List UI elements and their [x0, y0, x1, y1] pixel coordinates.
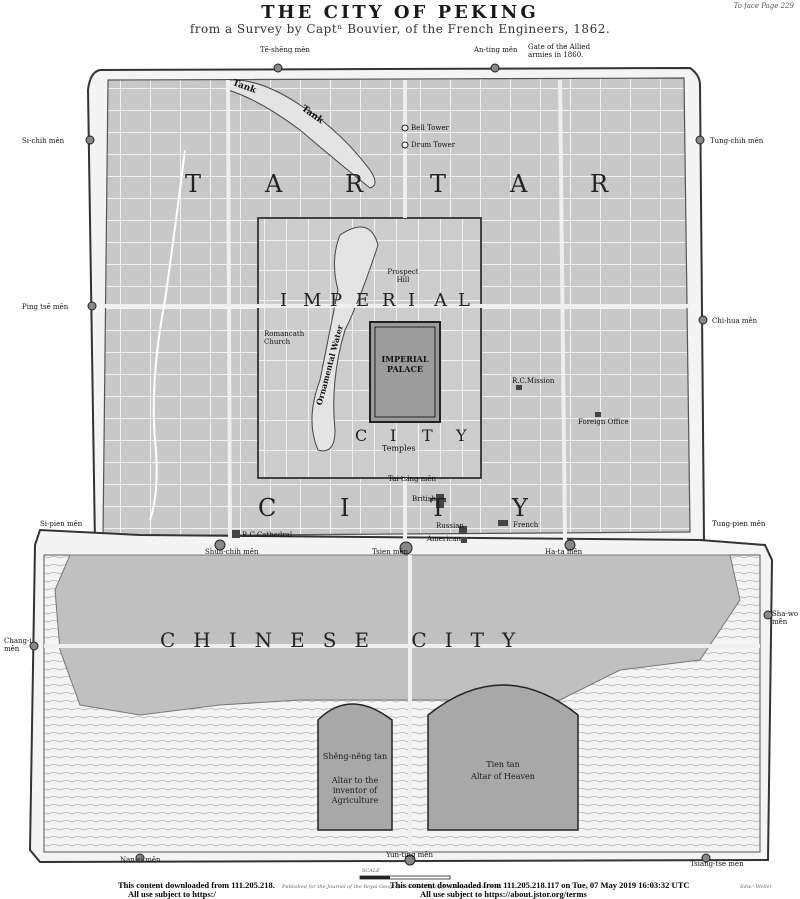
engraver-credit: Edw.ᵈ Weller — [740, 884, 772, 890]
rc-mission-label: R.C.Mission — [512, 377, 555, 385]
romancath-church-label: Romancath Church — [264, 330, 305, 346]
inner-city-letter-2: I — [390, 426, 397, 445]
tartar-letter-1: T — [185, 170, 202, 198]
inner-city-letter-1: C — [355, 426, 368, 445]
city-gates — [29, 63, 773, 866]
inner-city-letter-3: T — [422, 426, 433, 445]
yun-ting-men-label: Yun-ting mên — [386, 851, 433, 859]
imperial-letter-2: M — [303, 290, 322, 311]
footer-download-left: This content downloaded from 111.205.218… — [118, 880, 275, 890]
publisher-note: Published for the Journal of the Royal G… — [282, 884, 502, 890]
footer-terms-right: All use subject to https://about.jstor.o… — [420, 889, 587, 899]
tung-chih-men-label: Tung-chih mên — [710, 137, 764, 145]
imperial-letter-6: I — [408, 290, 416, 311]
an-ting-men-label: An-ting mên — [474, 46, 518, 54]
imperial-letter-7: A — [434, 290, 447, 311]
imperial-letter-4: E — [356, 290, 370, 311]
legation-markers — [232, 385, 601, 543]
tartar-letter-4: T — [430, 170, 447, 198]
footer-terms-left: All use subject to https:/ — [128, 889, 216, 899]
tartar-letter-3: R — [345, 170, 364, 198]
tsiang-tse-men-label: Tsiang-tsĕ mên — [690, 860, 744, 868]
page-reference: To face Page 229 — [733, 2, 794, 10]
tank-water — [227, 79, 376, 189]
tsien-men-label: Tsien mên — [372, 548, 409, 556]
gate-allied-label: Gate of the Allied — [528, 43, 591, 51]
si-pien-men-label: Si-pien mên — [40, 520, 83, 528]
tung-pien-men-label: Tung-pien mên — [712, 520, 766, 528]
temples-label: Temples — [382, 444, 416, 453]
tartar-city-letter-4: Y — [512, 494, 528, 522]
chinese-city-label: CHINESE CITY — [160, 628, 534, 652]
bell-tower-label: Bell Tower — [411, 124, 449, 132]
te-sheng-men-label: Tĕ-shĕng mên — [260, 46, 310, 54]
ha-ta-men-label: Ha-ta mên — [545, 548, 583, 556]
tartar-city-letter-1: C — [258, 494, 277, 522]
tien-tan-label: Tien tan — [486, 760, 520, 769]
inner-city-letter-4: Y — [456, 426, 467, 445]
chi-hua-men-label: Chi-hua mên — [712, 317, 758, 325]
main-streets — [44, 79, 760, 852]
tartar-letter-6: R — [590, 170, 609, 198]
chinese-city-wall — [28, 528, 774, 864]
altar-agriculture-label: Altar to the inventor of Agriculture — [331, 776, 379, 805]
shun-chih-men-label: Shun-chih mên — [205, 548, 259, 556]
imperial-palace-block — [369, 321, 441, 423]
tartar-letter-2: A — [265, 170, 283, 198]
gate-allied-label-2: armies in 1860. — [528, 51, 584, 59]
scale-label: SCALE — [362, 868, 380, 874]
imperial-palace-label: IMPERIAL PALACE — [381, 354, 429, 374]
stream — [149, 149, 186, 521]
map-title: THE CITY OF PEKING — [261, 2, 539, 23]
rc-cathedral-label: R.C.Cathedral — [242, 531, 293, 539]
french-legation-label: French — [513, 521, 539, 529]
tartar-city-letter-2: I — [340, 494, 350, 522]
british-legation-label: British — [412, 495, 436, 503]
imperial-letter-5: R — [382, 290, 396, 311]
american-legation-label: American — [427, 535, 462, 543]
tien-tan-enclosure — [427, 684, 579, 831]
sha-wo-men-label: Sha-wo mên — [772, 610, 799, 626]
tai-tsing-men-label: Tai-tsing mên — [388, 475, 437, 483]
altar-of-heaven-label: Altar of Heaven — [471, 772, 535, 781]
russian-legation-label: Russian — [436, 522, 464, 530]
chang-i-men-label: Chang-i mên — [4, 637, 32, 653]
tartar-letter-5: A — [510, 170, 528, 198]
prospect-hill-label: Prospect Hill — [387, 268, 419, 284]
foreign-office-label: Foreign Office — [578, 418, 629, 426]
footer-download-right: This content downloaded from 111.205.218… — [390, 880, 690, 890]
sheng-neng-tan-label: Shĕng-nĕng tan — [322, 752, 388, 761]
ping-tse-men-label: Ping tsĕ mên — [22, 303, 69, 311]
imperial-letter-8: L — [458, 290, 470, 311]
sheng-neng-tan-enclosure — [317, 703, 393, 831]
drum-tower-label: Drum Tower — [411, 141, 456, 149]
tartar-city-letter-3: T — [430, 494, 447, 522]
scale-bar — [359, 875, 451, 880]
nan-si-men-label: Nan-si mên — [120, 856, 161, 864]
imperial-letter-1: I — [280, 290, 288, 311]
map-subtitle: from a Survey by Captⁿ Bouvier, of the F… — [189, 22, 611, 36]
si-chih-men-label: Si-chih mên — [22, 137, 65, 145]
imperial-letter-3: P — [330, 290, 343, 311]
